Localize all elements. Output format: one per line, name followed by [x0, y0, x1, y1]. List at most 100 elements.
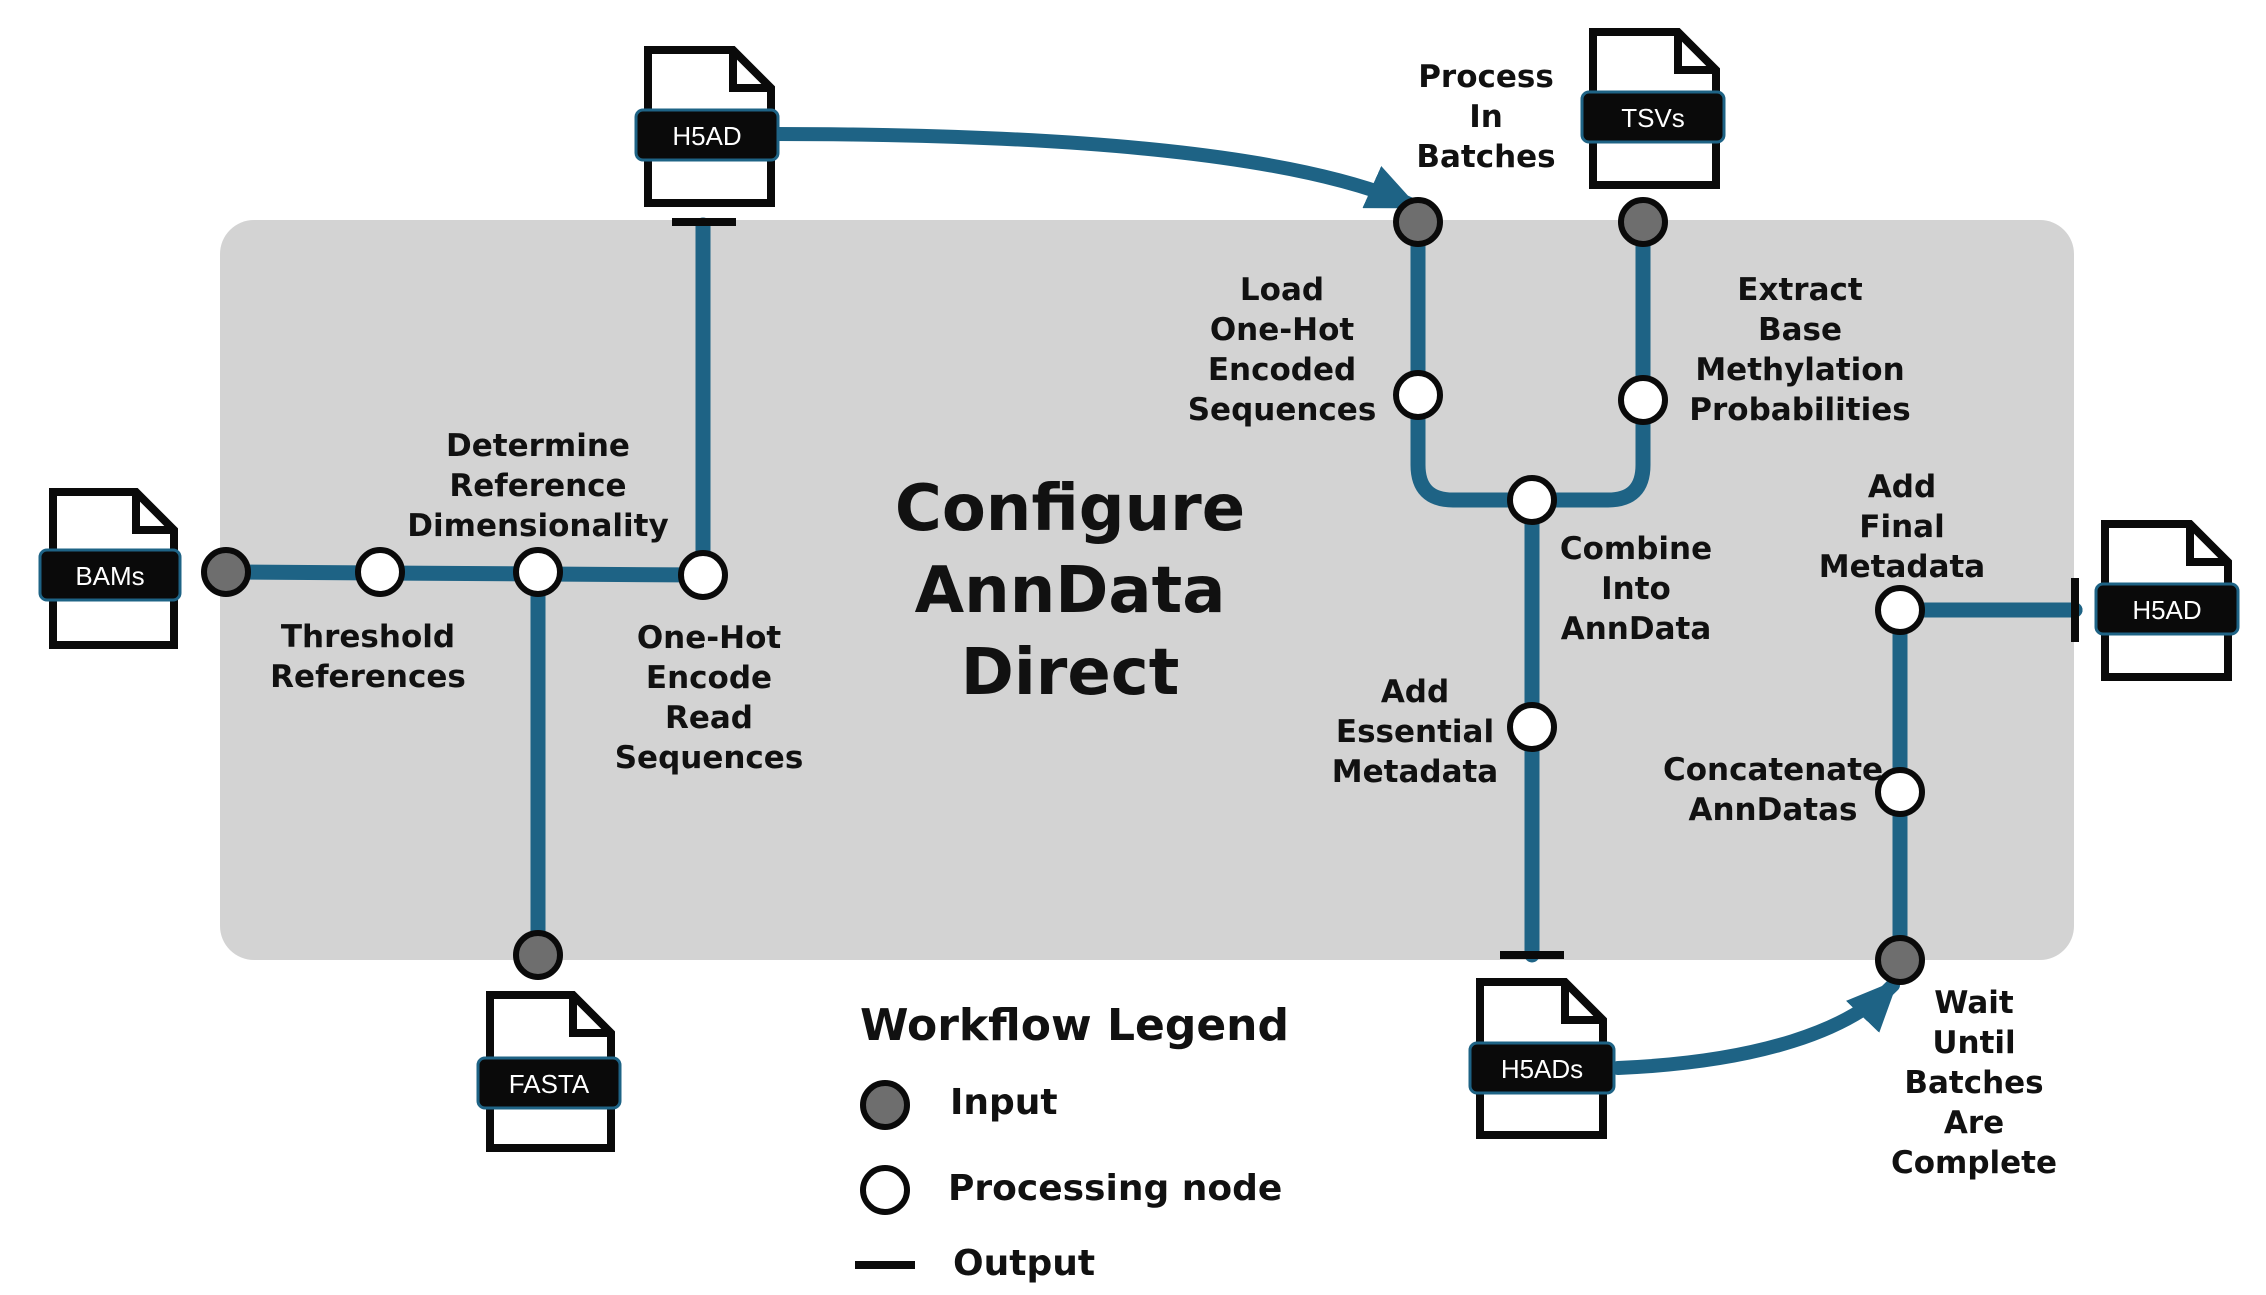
processing-nodes: [355, 370, 1925, 817]
svg-text:Add: Add: [1381, 674, 1449, 710]
svg-text:Final: Final: [1859, 509, 1944, 545]
input-nodes: [201, 197, 1925, 985]
svg-text:Wait: Wait: [1934, 985, 2014, 1021]
svg-text:Reference: Reference: [449, 468, 626, 504]
title-line-1: Configure: [895, 472, 1245, 546]
file-fold-h5ads: [1561, 982, 1603, 1024]
node-determine: [513, 547, 563, 597]
svg-text:Concatenate: Concatenate: [1663, 752, 1883, 788]
svg-text:Load: Load: [1240, 272, 1324, 308]
svg-text:Read: Read: [665, 700, 753, 736]
label-extract-methyl: Extract Base Methylation Probabilities: [1689, 272, 1910, 428]
badge-tsvs-text: TSVs: [1621, 103, 1685, 133]
node-extract-methyl: [1618, 375, 1668, 425]
node-combine: [1507, 475, 1557, 525]
label-concatenate: Concatenate AnnDatas: [1663, 752, 1883, 828]
file-fold-h5ad-right: [2186, 524, 2228, 566]
svg-text:Batches: Batches: [1416, 139, 1555, 175]
pipe-bams-line: [218, 564, 711, 583]
badge-h5ads-text: H5ADs: [1501, 1054, 1583, 1084]
arrow-h5ads-to-wait: [1611, 978, 1900, 1075]
svg-text:References: References: [270, 659, 466, 695]
badge-fasta: [476, 1056, 622, 1110]
badge-h5ad-right: [2094, 582, 2240, 636]
input-node-batches: [1393, 197, 1443, 247]
badge-fasta-text: FASTA: [509, 1069, 590, 1099]
badge-bams: [38, 548, 182, 602]
badge-h5ad-right-text: H5AD: [2132, 595, 2201, 625]
input-node-wait: [1875, 935, 1925, 985]
label-wait: Wait Until Batches Are Complete: [1891, 985, 2057, 1181]
label-final-meta: Add Final Metadata: [1819, 469, 1985, 585]
badge-h5ads: [1468, 1041, 1616, 1095]
svg-text:Are: Are: [1944, 1105, 2004, 1141]
file-badges: BAMs H5AD TSVs FASTA H5ADs H5AD: [38, 90, 2240, 1110]
node-final-meta: [1875, 585, 1925, 635]
file-fold-tsvs: [1674, 32, 1716, 74]
label-determine: Determine Reference Dimensionality: [407, 428, 668, 544]
node-load-onehot: [1393, 370, 1443, 420]
configure-panel: [220, 220, 2074, 960]
label-essential-meta: Add Essential Metadata: [1332, 674, 1498, 790]
file-fold-fasta: [569, 995, 611, 1037]
file-fold-bams: [132, 492, 174, 534]
output-bars: [672, 218, 2079, 959]
badge-h5ad-top: [634, 108, 780, 162]
input-node-bams: [201, 547, 251, 597]
legend-input-icon: [860, 1080, 910, 1130]
legend-output-label: Output: [953, 1243, 1095, 1284]
svg-text:Sequences: Sequences: [1188, 392, 1377, 428]
svg-text:Dimensionality: Dimensionality: [407, 508, 668, 544]
svg-text:Metadata: Metadata: [1819, 549, 1985, 585]
label-onehot-read: One-Hot Encode Read Sequences: [615, 620, 804, 776]
arrow-h5ad-to-batches: [767, 127, 1420, 212]
badge-h5ad-top-text: H5AD: [672, 121, 741, 151]
legend-title: Workflow Legend: [860, 1000, 1289, 1051]
svg-text:Metadata: Metadata: [1332, 754, 1498, 790]
workflow-legend: Workflow Legend Input Processing node Ou…: [855, 1000, 1289, 1284]
svg-text:One-Hot: One-Hot: [1210, 312, 1355, 348]
title-line-2: AnnData: [915, 554, 1226, 628]
svg-text:Add: Add: [1868, 469, 1936, 505]
file-fold-h5ad-top: [729, 50, 771, 92]
svg-text:Combine: Combine: [1560, 531, 1712, 567]
svg-text:Extract: Extract: [1737, 272, 1863, 308]
legend-input-label: Input: [950, 1082, 1058, 1123]
panel-title: Configure AnnData Direct: [895, 472, 1245, 710]
svg-text:Base: Base: [1758, 312, 1842, 348]
badge-bams-text: BAMs: [75, 561, 144, 591]
label-process-batches: Process In Batches: [1416, 59, 1555, 175]
label-combine: Combine Into AnnData: [1560, 531, 1712, 647]
svg-text:Process: Process: [1418, 59, 1554, 95]
svg-text:Batches: Batches: [1904, 1065, 2043, 1101]
svg-text:Essential: Essential: [1336, 714, 1494, 750]
node-onehot-read: [678, 550, 728, 600]
svg-text:AnnData: AnnData: [1561, 611, 1712, 647]
legend-processing-label: Processing node: [948, 1168, 1282, 1209]
label-load-onehot: Load One-Hot Encoded Sequences: [1188, 272, 1377, 428]
svg-text:Into: Into: [1601, 571, 1671, 607]
svg-text:Determine: Determine: [446, 428, 630, 464]
input-node-tsvs: [1618, 197, 1668, 247]
badge-tsvs: [1580, 90, 1726, 144]
input-node-fasta: [513, 930, 563, 980]
svg-text:Encoded: Encoded: [1208, 352, 1356, 388]
svg-text:Probabilities: Probabilities: [1689, 392, 1910, 428]
node-concatenate: [1875, 767, 1925, 817]
node-essential-meta: [1507, 702, 1557, 752]
svg-text:Until: Until: [1932, 1025, 2015, 1061]
label-threshold: Threshold References: [270, 619, 466, 695]
legend-processing-icon: [860, 1165, 910, 1215]
node-threshold: [355, 547, 405, 597]
svg-text:Threshold: Threshold: [281, 619, 455, 655]
svg-text:In: In: [1469, 99, 1503, 135]
svg-text:Sequences: Sequences: [615, 740, 804, 776]
svg-text:Complete: Complete: [1891, 1145, 2057, 1181]
svg-text:AnnDatas: AnnDatas: [1689, 792, 1858, 828]
svg-text:One-Hot: One-Hot: [637, 620, 782, 656]
svg-text:Methylation: Methylation: [1695, 352, 1904, 388]
title-line-3: Direct: [961, 636, 1180, 710]
svg-text:Encode: Encode: [646, 660, 772, 696]
node-labels: Threshold References Determine Reference…: [270, 59, 2057, 1181]
